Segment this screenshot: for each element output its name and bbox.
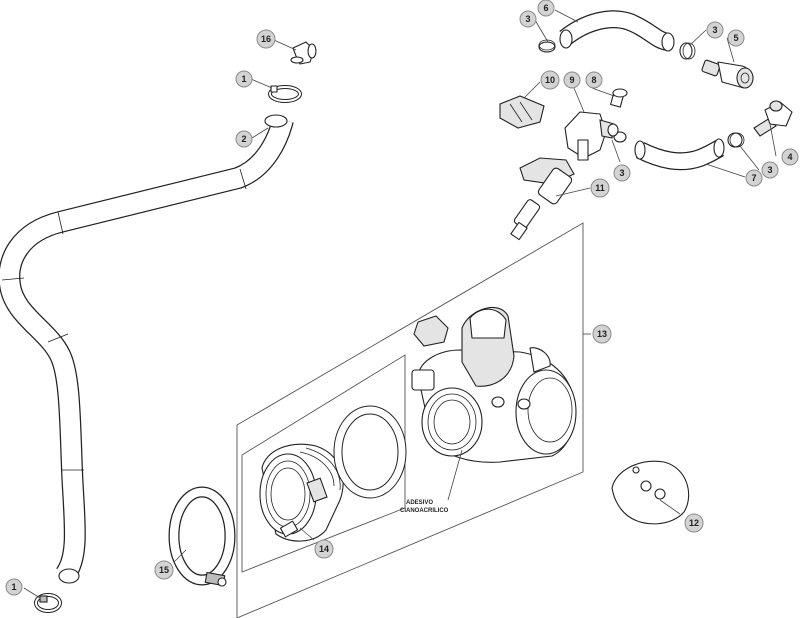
callout-12-label: 12 [689, 518, 699, 528]
callout-3-c: 3 [761, 161, 779, 179]
clamp-bottom [34, 593, 62, 613]
callout-4: 4 [781, 148, 799, 166]
callout-7: 7 [745, 169, 763, 187]
callout-15: 15 [154, 560, 174, 580]
callout-3-b-label: 3 [712, 25, 717, 35]
callout-3-d: 3 [613, 164, 631, 182]
elbow-fitting [290, 41, 317, 65]
intake-manifold [259, 443, 344, 542]
callout-9: 9 [563, 71, 581, 89]
throttle-group-frame [236, 222, 584, 618]
callout-5-label: 5 [733, 33, 738, 43]
lower-fuel-hose [634, 138, 725, 171]
callout-8-label: 8 [591, 75, 596, 85]
manifold-clamp [168, 486, 236, 587]
callout-1-bottom: 1 [5, 578, 23, 596]
manifold-group-frame [241, 354, 406, 573]
callout-13: 13 [592, 324, 612, 344]
throttle-body [411, 307, 577, 463]
clamp-top [268, 85, 302, 103]
callout-13-label: 13 [597, 329, 607, 339]
fuel-rail [564, 111, 619, 161]
long-hose [0, 114, 294, 584]
callout-3-a-label: 3 [525, 14, 530, 24]
callout-6: 6 [537, 0, 555, 17]
callout-1-bottom-label: 1 [11, 582, 16, 592]
cover-plate [611, 460, 690, 525]
callout-3-b: 3 [706, 21, 724, 39]
callout-15-label: 15 [159, 565, 169, 575]
callout-16-label: 16 [261, 34, 271, 44]
callout-7-label: 7 [751, 173, 756, 183]
callout-6-label: 6 [543, 3, 548, 13]
callout-14-label: 14 [319, 544, 329, 554]
callout-10: 10 [540, 70, 560, 90]
callout-5: 5 [727, 29, 745, 47]
callout-11-label: 11 [595, 183, 605, 193]
mounting-screw [610, 88, 628, 108]
adhesive-note-line1: ADESIVO [406, 500, 433, 506]
callout-10-label: 10 [545, 75, 555, 85]
callout-2-label: 2 [241, 134, 246, 144]
callout-8: 8 [585, 71, 603, 89]
callout-3-a: 3 [519, 10, 537, 28]
sealing-ring [333, 405, 407, 499]
elbow-connector [753, 100, 793, 137]
upper-fuel-hose [559, 10, 675, 52]
callout-16: 16 [256, 29, 276, 49]
callout-3-c-label: 3 [767, 165, 772, 175]
callout-9-label: 9 [569, 75, 574, 85]
hose-clamp-b [679, 42, 696, 60]
hose-clamp-a [538, 39, 556, 53]
callout-14: 14 [314, 539, 334, 559]
callout-1-top-label: 1 [241, 74, 246, 84]
callout-2: 2 [235, 130, 253, 148]
leader-lines [23, 9, 777, 599]
hose-clamp-c [727, 132, 745, 148]
callout-12: 12 [684, 513, 704, 533]
adhesive-note: ADESIVO CIANOACRILICO [400, 500, 449, 514]
fuel-injector [510, 157, 575, 241]
callout-1-top: 1 [235, 70, 253, 88]
adhesive-note-line2: CIANOACRILICO [400, 508, 449, 514]
callout-3-d-label: 3 [619, 168, 624, 178]
quick-connector [701, 59, 754, 89]
callout-4-label: 4 [787, 152, 792, 162]
wiring-connector [499, 95, 545, 129]
callout-11: 11 [590, 178, 610, 198]
